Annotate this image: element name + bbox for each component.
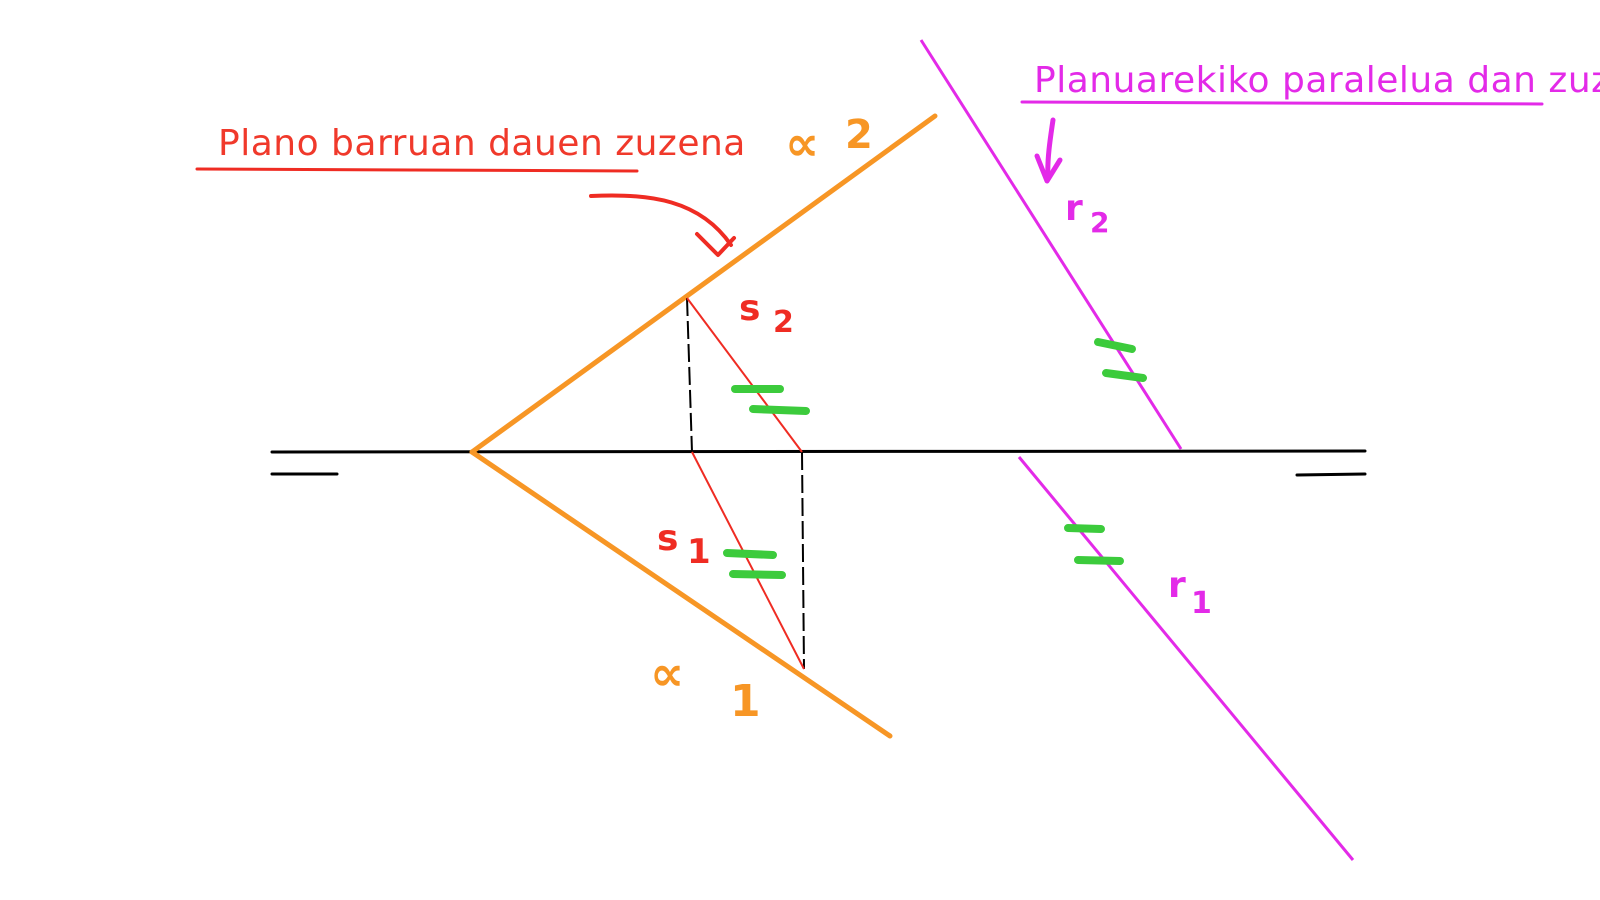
r1-projection bbox=[1017, 456, 1355, 861]
in-plane-arrow-head bbox=[695, 232, 736, 257]
s1-reference-dashed bbox=[801, 451, 805, 670]
in-plane-arrow bbox=[589, 193, 736, 257]
parallel-mark-s2-b bbox=[749, 405, 810, 415]
parallel-mark-r1-a bbox=[1064, 524, 1105, 533]
r1-letter: r bbox=[1168, 565, 1186, 606]
alpha2-trace bbox=[469, 113, 938, 455]
s2-label: s 2 bbox=[739, 288, 794, 340]
parallel-arrow-shaft bbox=[1045, 117, 1056, 181]
alpha2-label: ∝ 2 bbox=[785, 112, 873, 172]
parallel-mark-r1-b bbox=[1074, 556, 1124, 565]
s2-letter: s bbox=[739, 288, 760, 329]
ground-line bbox=[270, 449, 1367, 477]
s1-projection bbox=[691, 451, 805, 670]
alpha2-index: 2 bbox=[845, 112, 873, 158]
ground-line-main bbox=[270, 449, 1367, 454]
alpha1-symbol: ∝ bbox=[650, 646, 684, 702]
parallel-mark-s1-a bbox=[723, 549, 777, 559]
parallel-line-title-underline bbox=[1020, 100, 1544, 106]
alpha2-symbol: ∝ bbox=[785, 116, 819, 172]
in-plane-line-title-group: Plano barruan dauen zuzena bbox=[195, 123, 746, 173]
r2-label: r 2 bbox=[1065, 188, 1109, 239]
r2-letter: r bbox=[1065, 188, 1083, 229]
plane-alpha-traces bbox=[469, 113, 938, 739]
parallel-mark-r2-b bbox=[1102, 369, 1147, 382]
s1-label: s 1 bbox=[657, 518, 711, 572]
alpha1-index: 1 bbox=[730, 676, 761, 727]
parallel-mark-r2-a bbox=[1094, 338, 1136, 353]
parallel-mark-s1-b bbox=[729, 570, 786, 579]
alpha1-label: ∝ 1 bbox=[650, 646, 761, 727]
r1-index: 1 bbox=[1191, 586, 1212, 621]
r1-label: r 1 bbox=[1168, 565, 1212, 621]
s2-reference-dashed bbox=[686, 297, 693, 453]
parallel-line-title: Planuarekiko paralelua dan zuzena bbox=[1034, 60, 1600, 101]
reference-lines bbox=[686, 297, 805, 670]
parallel-arrow-head bbox=[1034, 153, 1063, 184]
alpha1-trace bbox=[469, 449, 893, 739]
s2-index: 2 bbox=[773, 305, 794, 340]
s1-index: 1 bbox=[687, 532, 711, 572]
parallel-line-title-group: Planuarekiko paralelua dan zuzena bbox=[1020, 60, 1600, 106]
r2-index: 2 bbox=[1090, 206, 1109, 239]
line-s bbox=[686, 297, 805, 670]
ground-line-right-mark bbox=[1295, 472, 1367, 477]
s1-letter: s bbox=[657, 518, 678, 559]
parallel-arrow bbox=[1034, 117, 1063, 184]
in-plane-line-title-underline bbox=[195, 167, 639, 173]
s2-projection bbox=[686, 297, 803, 453]
in-plane-line-title: Plano barruan dauen zuzena bbox=[218, 123, 746, 164]
in-plane-arrow-shaft bbox=[589, 193, 733, 247]
parallel-marks bbox=[723, 338, 1147, 579]
